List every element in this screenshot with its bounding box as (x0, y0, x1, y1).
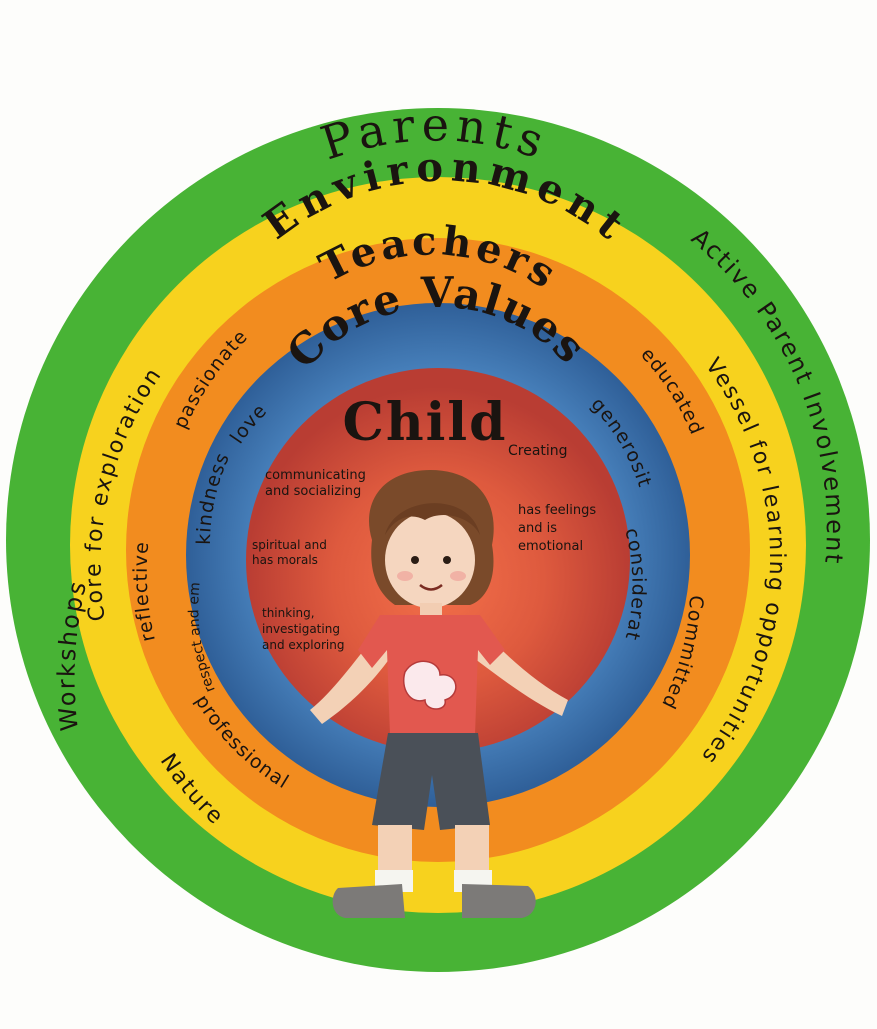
child-item: communicating and socializing (265, 468, 366, 499)
child-item: has feelings and is emotional (518, 503, 597, 554)
child-item-box: has feelings and is emotional (518, 503, 597, 554)
child-item: spiritual and has morals (252, 538, 327, 567)
child-item-box: communicating and socializing (265, 468, 366, 499)
child-title: Child (342, 392, 507, 453)
child-item-box: spiritual and has morals (252, 538, 327, 567)
child-item: Creating (508, 443, 568, 459)
child-item: thinking, investigating and exploring (262, 606, 345, 652)
child-illustration (310, 470, 568, 918)
child-item-box: thinking, investigating and exploring (262, 606, 345, 652)
